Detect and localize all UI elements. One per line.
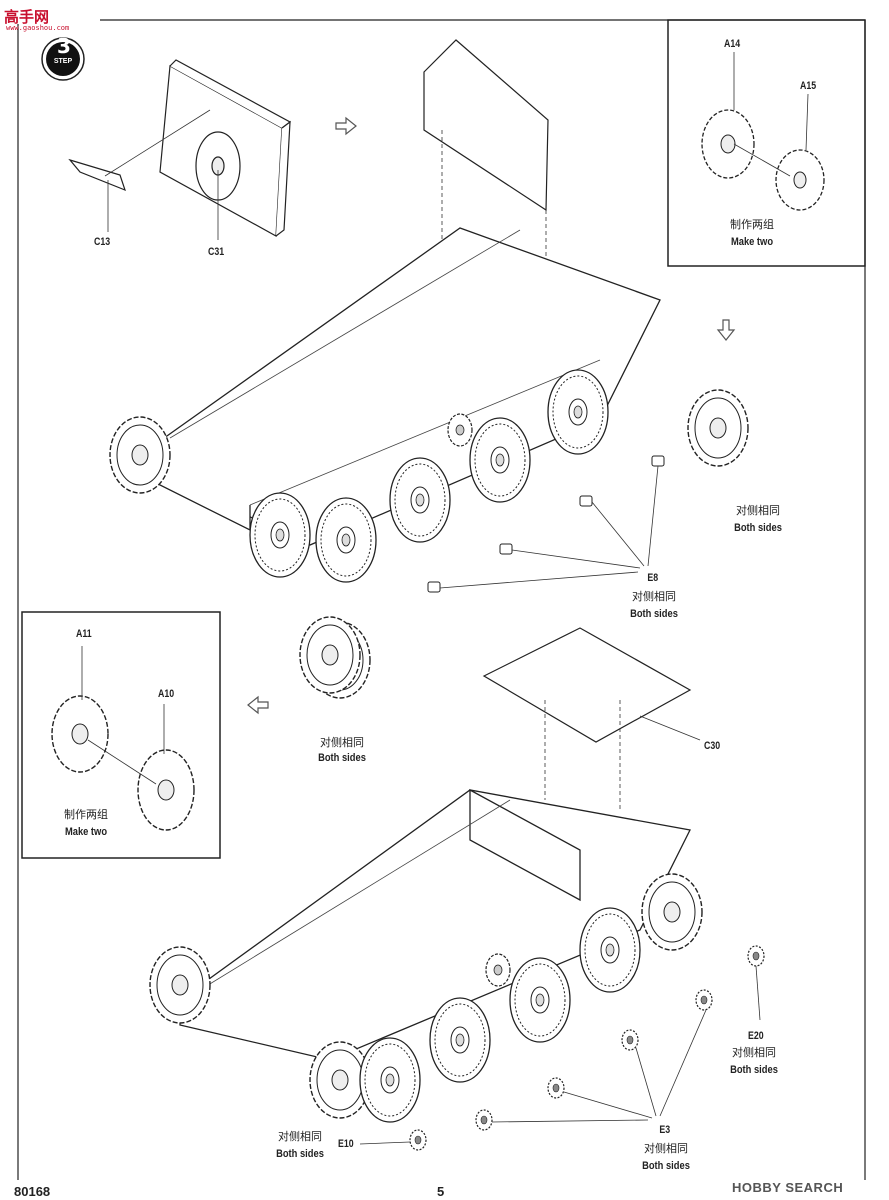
make-two-en-2: Make two [64, 826, 108, 838]
both-sides-cn-4: 对侧相同 [732, 1046, 776, 1059]
make-two-cn-2: 制作两组 [64, 808, 108, 821]
part-label-e3: E3 [659, 1124, 671, 1136]
both-sides-en-3: Both sides [318, 752, 366, 764]
part-label-c13: C13 [94, 236, 111, 248]
both-sides-en-4: Both sides [730, 1064, 778, 1076]
part-label-e20: E20 [747, 1030, 764, 1042]
kit-number: 80168 [14, 1184, 51, 1199]
part-label-e10: E10 [337, 1138, 354, 1150]
both-sides-cn-3: 对侧相同 [320, 736, 364, 749]
make-two-en-1: Make two [730, 236, 774, 248]
both-sides-en-2: Both sides [630, 608, 678, 620]
page-number: 5 [437, 1184, 445, 1199]
step-number: 3 [57, 34, 71, 58]
both-sides-cn-1: 对侧相同 [736, 504, 780, 517]
step-badge-icon [41, 37, 85, 81]
part-label-a11: A11 [75, 628, 92, 640]
both-sides-en-5: Both sides [642, 1160, 690, 1172]
site-logo-url: www.gaoshou.com [6, 24, 70, 32]
part-label-c30: C30 [704, 740, 721, 752]
part-label-a14: A14 [724, 38, 741, 50]
part-label-c31: C31 [208, 246, 225, 258]
part-label-a15: A15 [800, 80, 817, 92]
both-sides-cn-6: 对侧相同 [278, 1130, 322, 1143]
watermark: HOBBY SEARCH [732, 1180, 844, 1195]
site-logo: 高手网 [4, 8, 50, 26]
make-two-cn-1: 制作两组 [730, 218, 774, 231]
part-label-a10: A10 [158, 688, 175, 700]
both-sides-en-6: Both sides [276, 1148, 324, 1160]
both-sides-en-1: Both sides [734, 522, 782, 534]
both-sides-cn-5: 对侧相同 [644, 1142, 688, 1155]
step-label: STEP [53, 58, 73, 65]
both-sides-cn-2: 对侧相同 [632, 590, 676, 603]
part-label-e8: E8 [647, 572, 659, 584]
